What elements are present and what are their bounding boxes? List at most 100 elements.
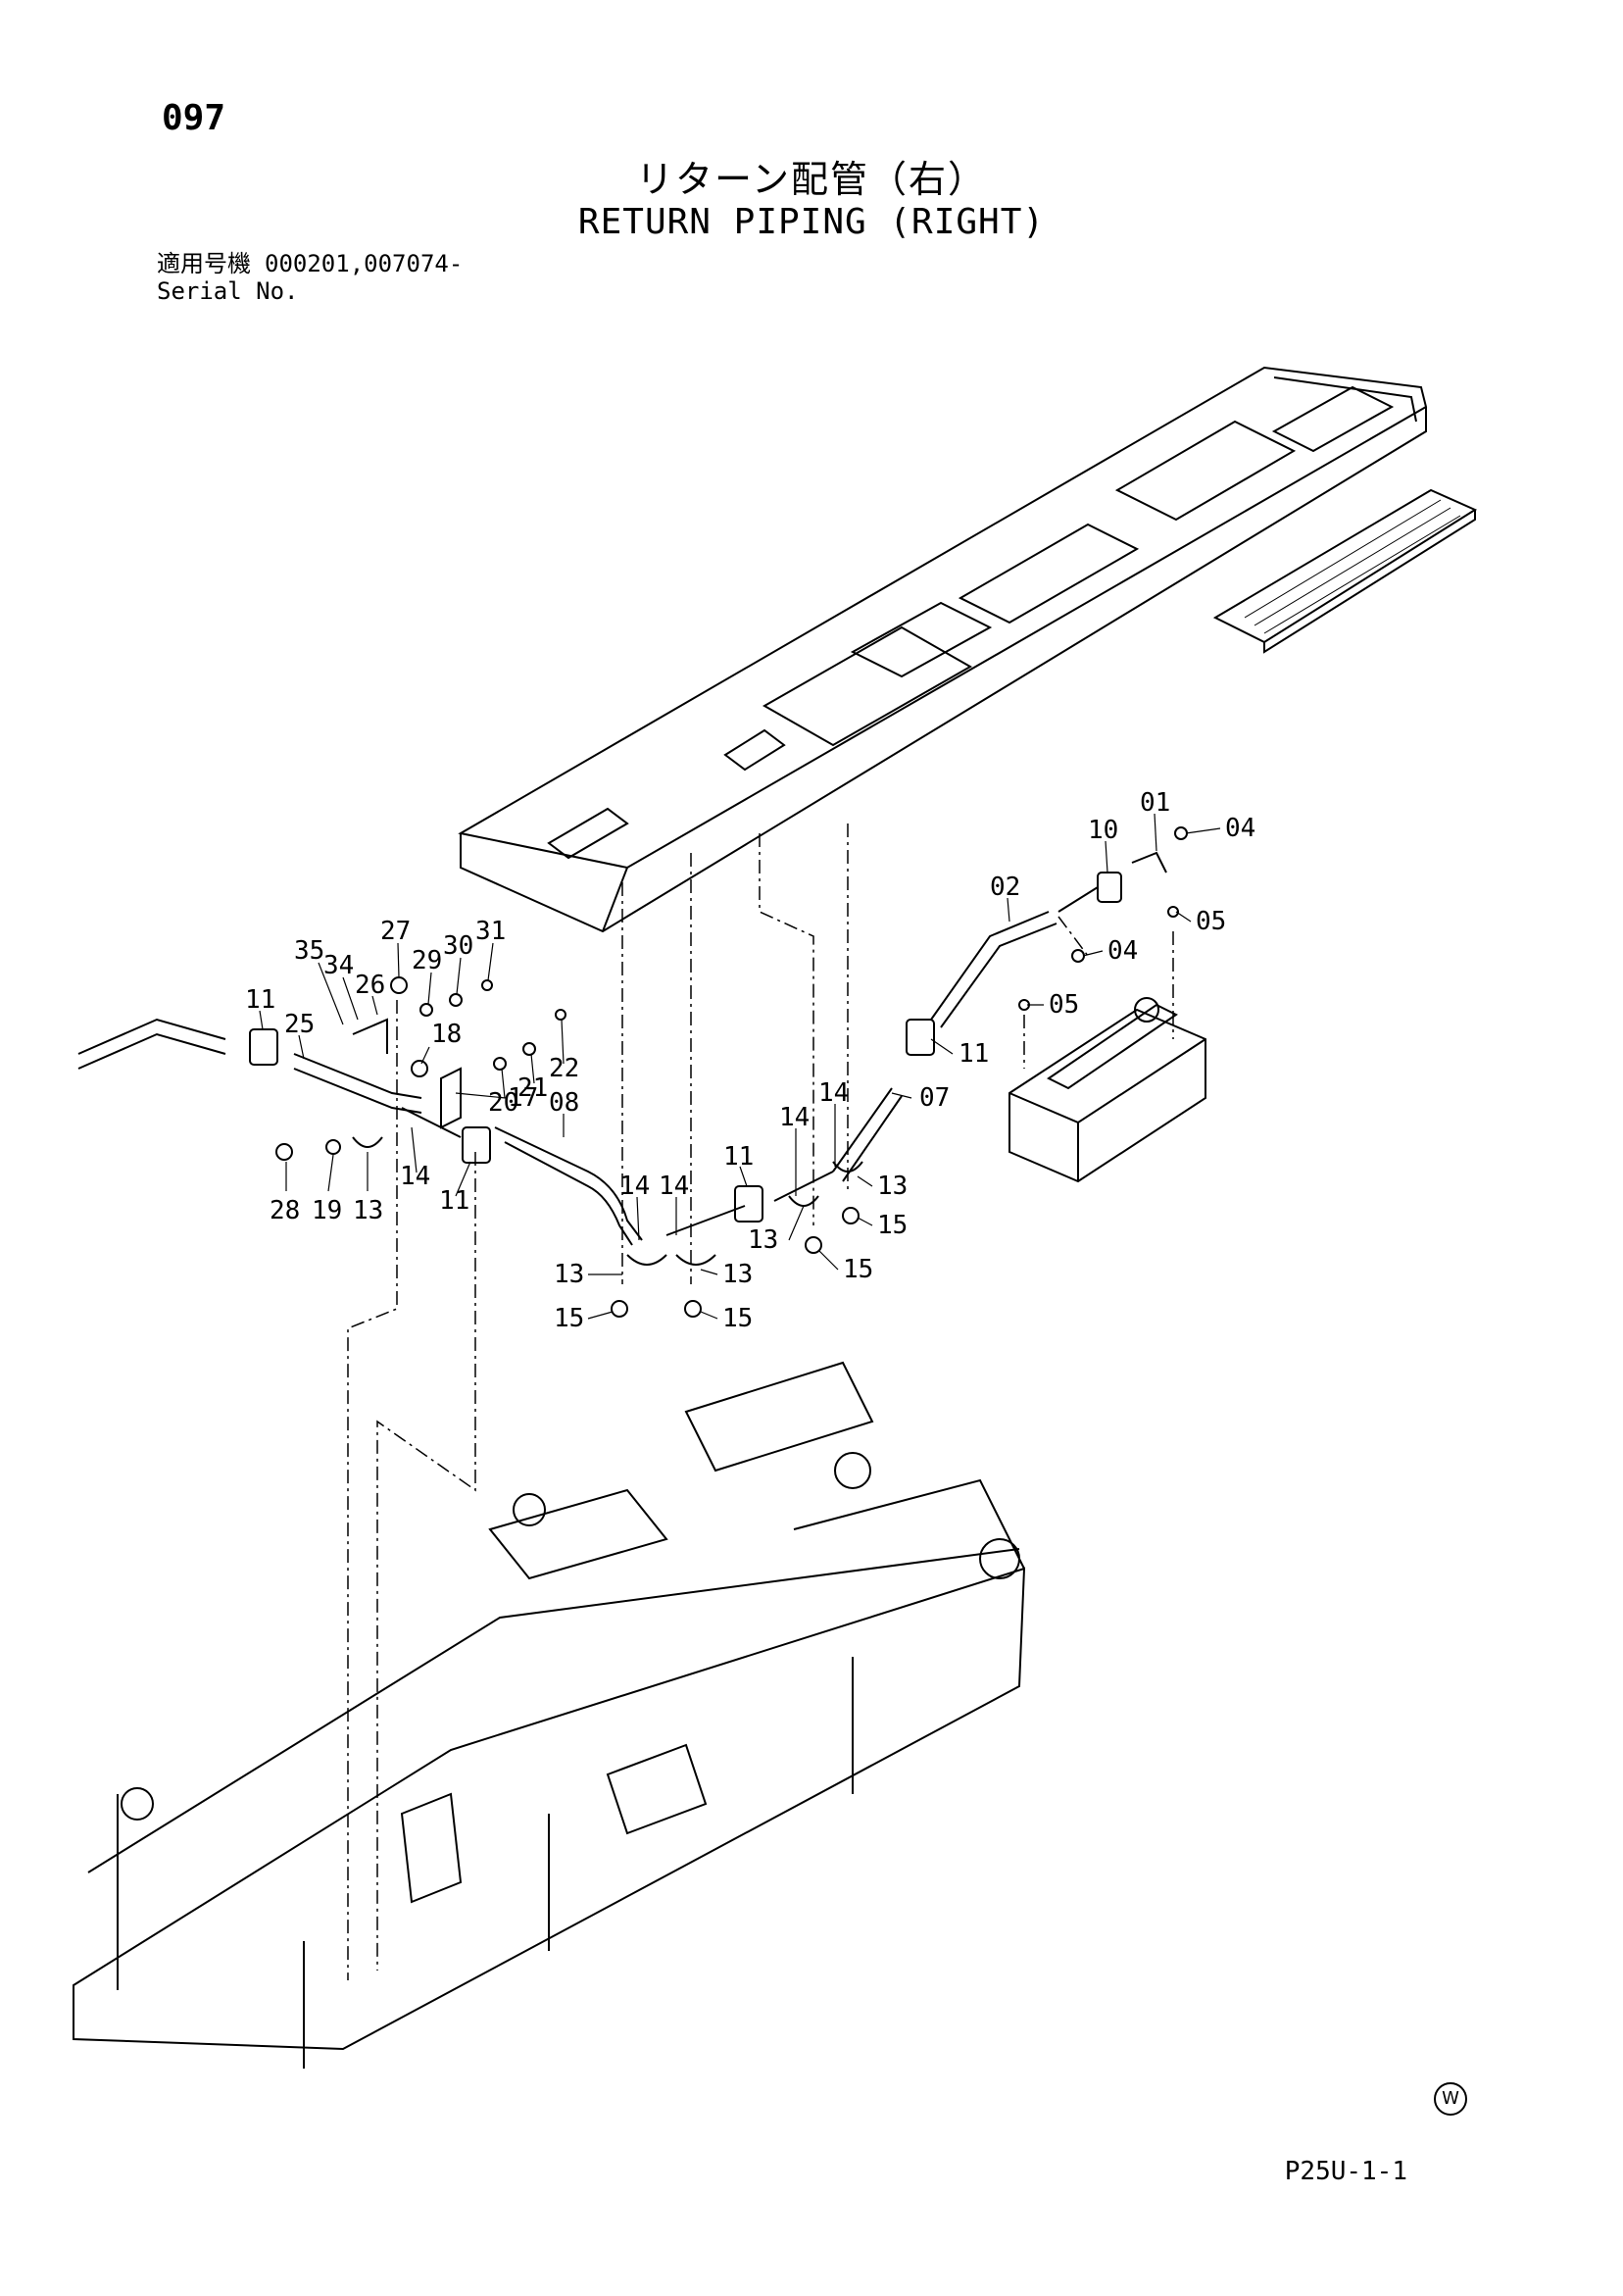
clamp-13-e (352, 1136, 383, 1148)
callout-29: 29 (412, 946, 442, 975)
reference-line-c (759, 833, 814, 1225)
upper-opening-1 (1114, 420, 1297, 522)
callout-04-top: 04 (1225, 814, 1255, 843)
callout-15-center: 15 (843, 1255, 873, 1284)
bolt-15-b (684, 1300, 702, 1318)
assembly-reference-lines (347, 824, 1174, 1980)
callout-05-mid: 05 (1049, 990, 1079, 1020)
pipe-01 (1131, 851, 1167, 873)
clamp-13-a (626, 1254, 667, 1266)
callout-15-left-b: 15 (722, 1304, 753, 1333)
upper-opening-4 (850, 601, 993, 678)
serial-block: 適用号機 000201,007074- Serial No. (157, 250, 476, 305)
pipe-segment-b (773, 1171, 834, 1202)
bolt-15-d (842, 1207, 860, 1224)
control-valve-top-edge (1008, 1038, 1206, 1124)
pipe-segment-14 (401, 1107, 462, 1138)
callout-25: 25 (284, 1010, 315, 1039)
callout-08: 08 (549, 1088, 579, 1118)
callout-13-left-c: 13 (353, 1196, 383, 1225)
lower-frame-pin-c (979, 1538, 1020, 1579)
bolt-19 (325, 1139, 341, 1155)
lower-frame-pin-a (513, 1493, 546, 1526)
callout-26: 26 (355, 971, 385, 1000)
callout-15-left-a: 15 (554, 1304, 584, 1333)
coupling-10 (1097, 872, 1122, 903)
lower-frame-lug-a (488, 1488, 668, 1580)
callout-22: 22 (549, 1054, 579, 1083)
washer-20 (493, 1057, 507, 1071)
callout-11-left-b: 11 (439, 1186, 469, 1216)
serial-value: 000201,007074- (265, 250, 464, 277)
pipe-02-inner (940, 923, 1057, 1028)
coupling-11-mid (462, 1126, 491, 1164)
pipe-08-inner (504, 1141, 633, 1246)
callout-13-center: 13 (748, 1225, 778, 1255)
callout-28: 28 (270, 1196, 300, 1225)
lower-frame-plate (606, 1743, 708, 1835)
callout-30: 30 (443, 931, 473, 961)
bracket-17 (440, 1067, 462, 1129)
nut-22 (555, 1009, 566, 1021)
upper-opening-6 (958, 523, 1140, 624)
pipe-extension-left-inner (77, 1032, 226, 1070)
callout-10: 10 (1088, 816, 1118, 845)
callout-labels: 01 04 10 02 05 04 05 11 07 14 14 11 13 1… (245, 788, 1255, 1333)
washer-30 (449, 993, 463, 1007)
lower-frame-outline (73, 1567, 1026, 2051)
callout-11-left: 11 (245, 985, 275, 1015)
bolt-04-b (1071, 949, 1085, 963)
upper-frame-drawing (458, 366, 1478, 933)
pipe-08 (494, 1126, 643, 1241)
bolt-04-a (1174, 826, 1188, 840)
pipe-25-inner (293, 1068, 422, 1114)
reference-line-i (1057, 916, 1089, 957)
upper-opening-7 (723, 728, 786, 772)
lower-frame-drawing (73, 1361, 1026, 2069)
upper-frame-top (458, 366, 1428, 870)
bolt-18 (411, 1060, 428, 1077)
callout-14-left-c: 14 (400, 1162, 430, 1191)
pipe-extension-left (77, 1018, 226, 1055)
serial-label-en: Serial No. (157, 277, 299, 305)
nut-31 (481, 979, 493, 991)
coupling-11-left (249, 1028, 278, 1066)
bolt-15-a (611, 1300, 628, 1318)
title-japanese: リターン配管（右） (635, 158, 988, 201)
clamp-13-b (675, 1254, 716, 1266)
page-number: 097 (162, 98, 226, 138)
lower-frame-pin-d (121, 1787, 154, 1821)
control-valve-drawing (1008, 997, 1206, 1183)
clip-34 (352, 1018, 388, 1054)
bolt-15-c (805, 1236, 822, 1254)
pipe-25 (293, 1053, 422, 1099)
w-circle-mark: W (1434, 2082, 1467, 2116)
callout-31: 31 (475, 917, 506, 946)
control-valve-body (1008, 1008, 1206, 1183)
lower-frame-lug-b (684, 1361, 874, 1472)
lower-frame-pin-b (834, 1452, 871, 1489)
upper-frame-rim (1273, 376, 1417, 423)
pipe-02 (930, 911, 1050, 1021)
lower-frame-top-rail (87, 1548, 1020, 1873)
upper-frame-edge (602, 867, 628, 932)
callout-35: 35 (294, 936, 324, 966)
callout-13-left-b: 13 (722, 1260, 753, 1289)
callout-13-right: 13 (877, 1172, 908, 1201)
pipe-07 (832, 1087, 893, 1173)
bolt-28 (275, 1143, 293, 1161)
callout-13-left-a: 13 (554, 1260, 584, 1289)
callout-14-right-b: 14 (779, 1103, 810, 1132)
upper-opening-5 (547, 807, 629, 860)
step-plate-edge (1263, 510, 1476, 654)
callout-02: 02 (990, 873, 1020, 902)
washer-29 (419, 1003, 433, 1017)
control-valve-spool (1047, 1003, 1178, 1090)
callout-01: 01 (1140, 788, 1170, 818)
serial-label-jp: 適用号機 (157, 250, 251, 277)
callout-18: 18 (431, 1020, 462, 1049)
control-valve-port (1134, 997, 1159, 1023)
leader-lines (259, 813, 1221, 1320)
washer-21 (522, 1042, 536, 1056)
